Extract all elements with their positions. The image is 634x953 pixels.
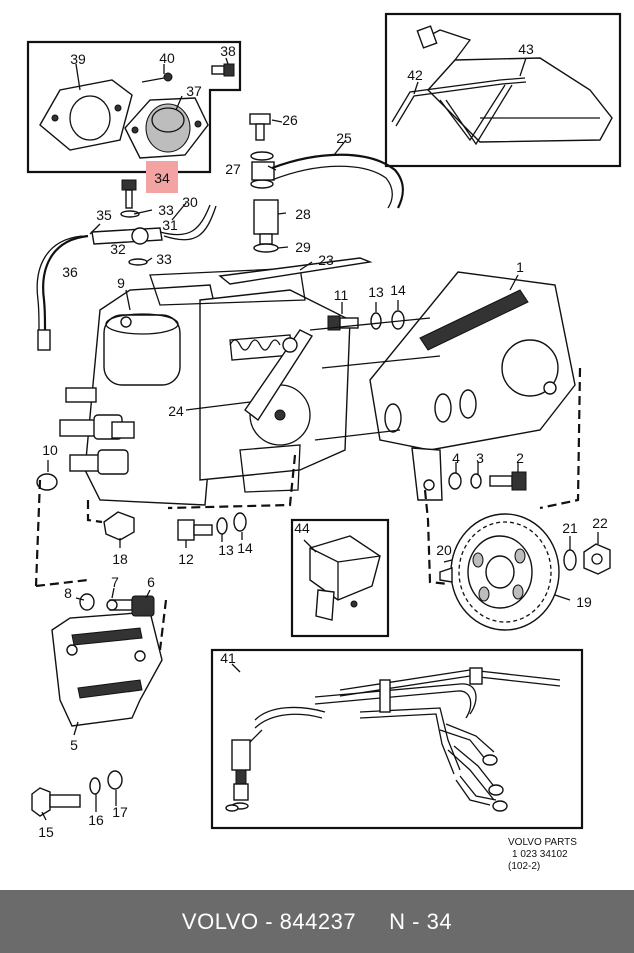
fitting-27 — [251, 161, 275, 181]
footer-ref-number: 34 — [426, 908, 453, 934]
inset-frame-41 — [210, 648, 584, 830]
footer-separator-2: - — [405, 908, 427, 934]
label-13-top: 13 — [368, 284, 384, 300]
label-11: 11 — [334, 287, 349, 303]
nut-18 — [103, 511, 135, 541]
pipes-42 — [391, 77, 527, 146]
tank-43 — [416, 25, 613, 143]
label-12: 12 — [178, 551, 194, 567]
footer-separator: - — [258, 908, 280, 934]
delivery-valves — [59, 387, 135, 475]
screw-2 — [489, 471, 527, 491]
label-4: 4 — [452, 450, 460, 466]
hose-25 — [271, 153, 404, 209]
label-22: 22 — [592, 515, 608, 531]
label-3: 3 — [476, 450, 484, 466]
label-28: 28 — [295, 206, 311, 222]
stamp-line-2: 1 023 34102 — [512, 849, 568, 860]
label-27: 27 — [225, 161, 241, 177]
footer-brand: VOLVO — [181, 908, 259, 934]
label-38: 38 — [220, 43, 236, 59]
label-40: 40 — [159, 50, 175, 66]
inset-frame-top-left — [26, 40, 242, 174]
flange-37 — [124, 97, 209, 159]
label-42: 42 — [407, 67, 423, 83]
label-5: 5 — [70, 737, 78, 753]
label-20: 20 — [436, 542, 452, 558]
label-7: 7 — [111, 574, 119, 590]
pipe-30 — [159, 204, 211, 236]
label-37: 37 — [186, 83, 202, 99]
label-30: 30 — [182, 194, 198, 210]
rail-23 — [218, 257, 373, 285]
label-6: 6 — [147, 574, 155, 590]
label-41: 41 — [220, 650, 236, 666]
inset-frame-top-right — [384, 12, 622, 168]
injector — [225, 729, 263, 812]
label-25: 25 — [336, 130, 352, 146]
spring-shaft — [229, 339, 281, 351]
pipe-36 — [42, 234, 89, 346]
label-26: 26 — [282, 112, 298, 128]
label-33-bottom: 33 — [156, 251, 172, 267]
lever-24 — [244, 329, 314, 422]
label-29: 29 — [295, 239, 311, 255]
nut-22 — [583, 543, 611, 575]
stamp-line-3: (102-2) — [508, 861, 540, 872]
screw-11 — [327, 315, 359, 331]
label-19: 19 — [576, 594, 592, 610]
footer-ref-prefix: N — [389, 908, 406, 934]
label-13-bottom: 13 — [218, 542, 234, 558]
bracket-5 — [51, 611, 163, 727]
screw-40 — [141, 72, 173, 83]
label-2: 2 — [516, 450, 524, 466]
label-1: 1 — [516, 259, 524, 275]
inset-frame-44 — [290, 518, 390, 638]
label-14-bottom: 14 — [237, 540, 253, 556]
bolt-26 — [249, 113, 271, 141]
label-43: 43 — [518, 41, 534, 57]
footer-gap — [356, 909, 389, 935]
screw-38 — [211, 63, 235, 77]
bracket-1 — [369, 271, 576, 501]
exploded-parts-diagram: 39 40 38 37 34 43 42 26 25 27 30 35 33 3… — [26, 12, 622, 872]
banjo-bolt-34 — [121, 179, 137, 209]
label-16: 16 — [88, 812, 104, 828]
label-14-top: 14 — [390, 282, 406, 298]
label-33-top: 33 — [158, 202, 174, 218]
label-44: 44 — [294, 520, 310, 536]
label-35: 35 — [96, 207, 112, 223]
label-15: 15 — [38, 824, 54, 840]
footer-part-number: 844237 — [279, 908, 357, 934]
label-9: 9 — [117, 275, 125, 291]
footer-bar: VOLVO - 844237 N - 34 — [0, 890, 634, 953]
label-36: 36 — [62, 264, 78, 280]
screw-12 — [177, 519, 213, 541]
label-31: 31 — [162, 217, 178, 233]
injector-pipes-41 — [254, 667, 561, 812]
banjo-fitting-32 — [91, 227, 163, 245]
label-17: 17 — [112, 804, 128, 820]
screw-15 — [31, 787, 81, 817]
label-18: 18 — [112, 551, 128, 567]
label-32: 32 — [110, 241, 126, 257]
stamp-line-1: VOLVO PARTS — [508, 837, 577, 848]
label-24: 24 — [168, 403, 184, 419]
label-21: 21 — [562, 520, 578, 536]
label-23: 23 — [318, 252, 334, 268]
filter-28 — [253, 199, 279, 245]
label-39: 39 — [70, 51, 86, 67]
screw-6 — [109, 595, 155, 617]
highlight-34 — [146, 161, 178, 193]
unit-44 — [309, 535, 381, 621]
label-8: 8 — [64, 585, 72, 601]
pulley-19 — [450, 513, 560, 631]
label-10: 10 — [42, 442, 58, 458]
flange-39 — [39, 79, 133, 151]
label-34: 34 — [154, 170, 170, 186]
